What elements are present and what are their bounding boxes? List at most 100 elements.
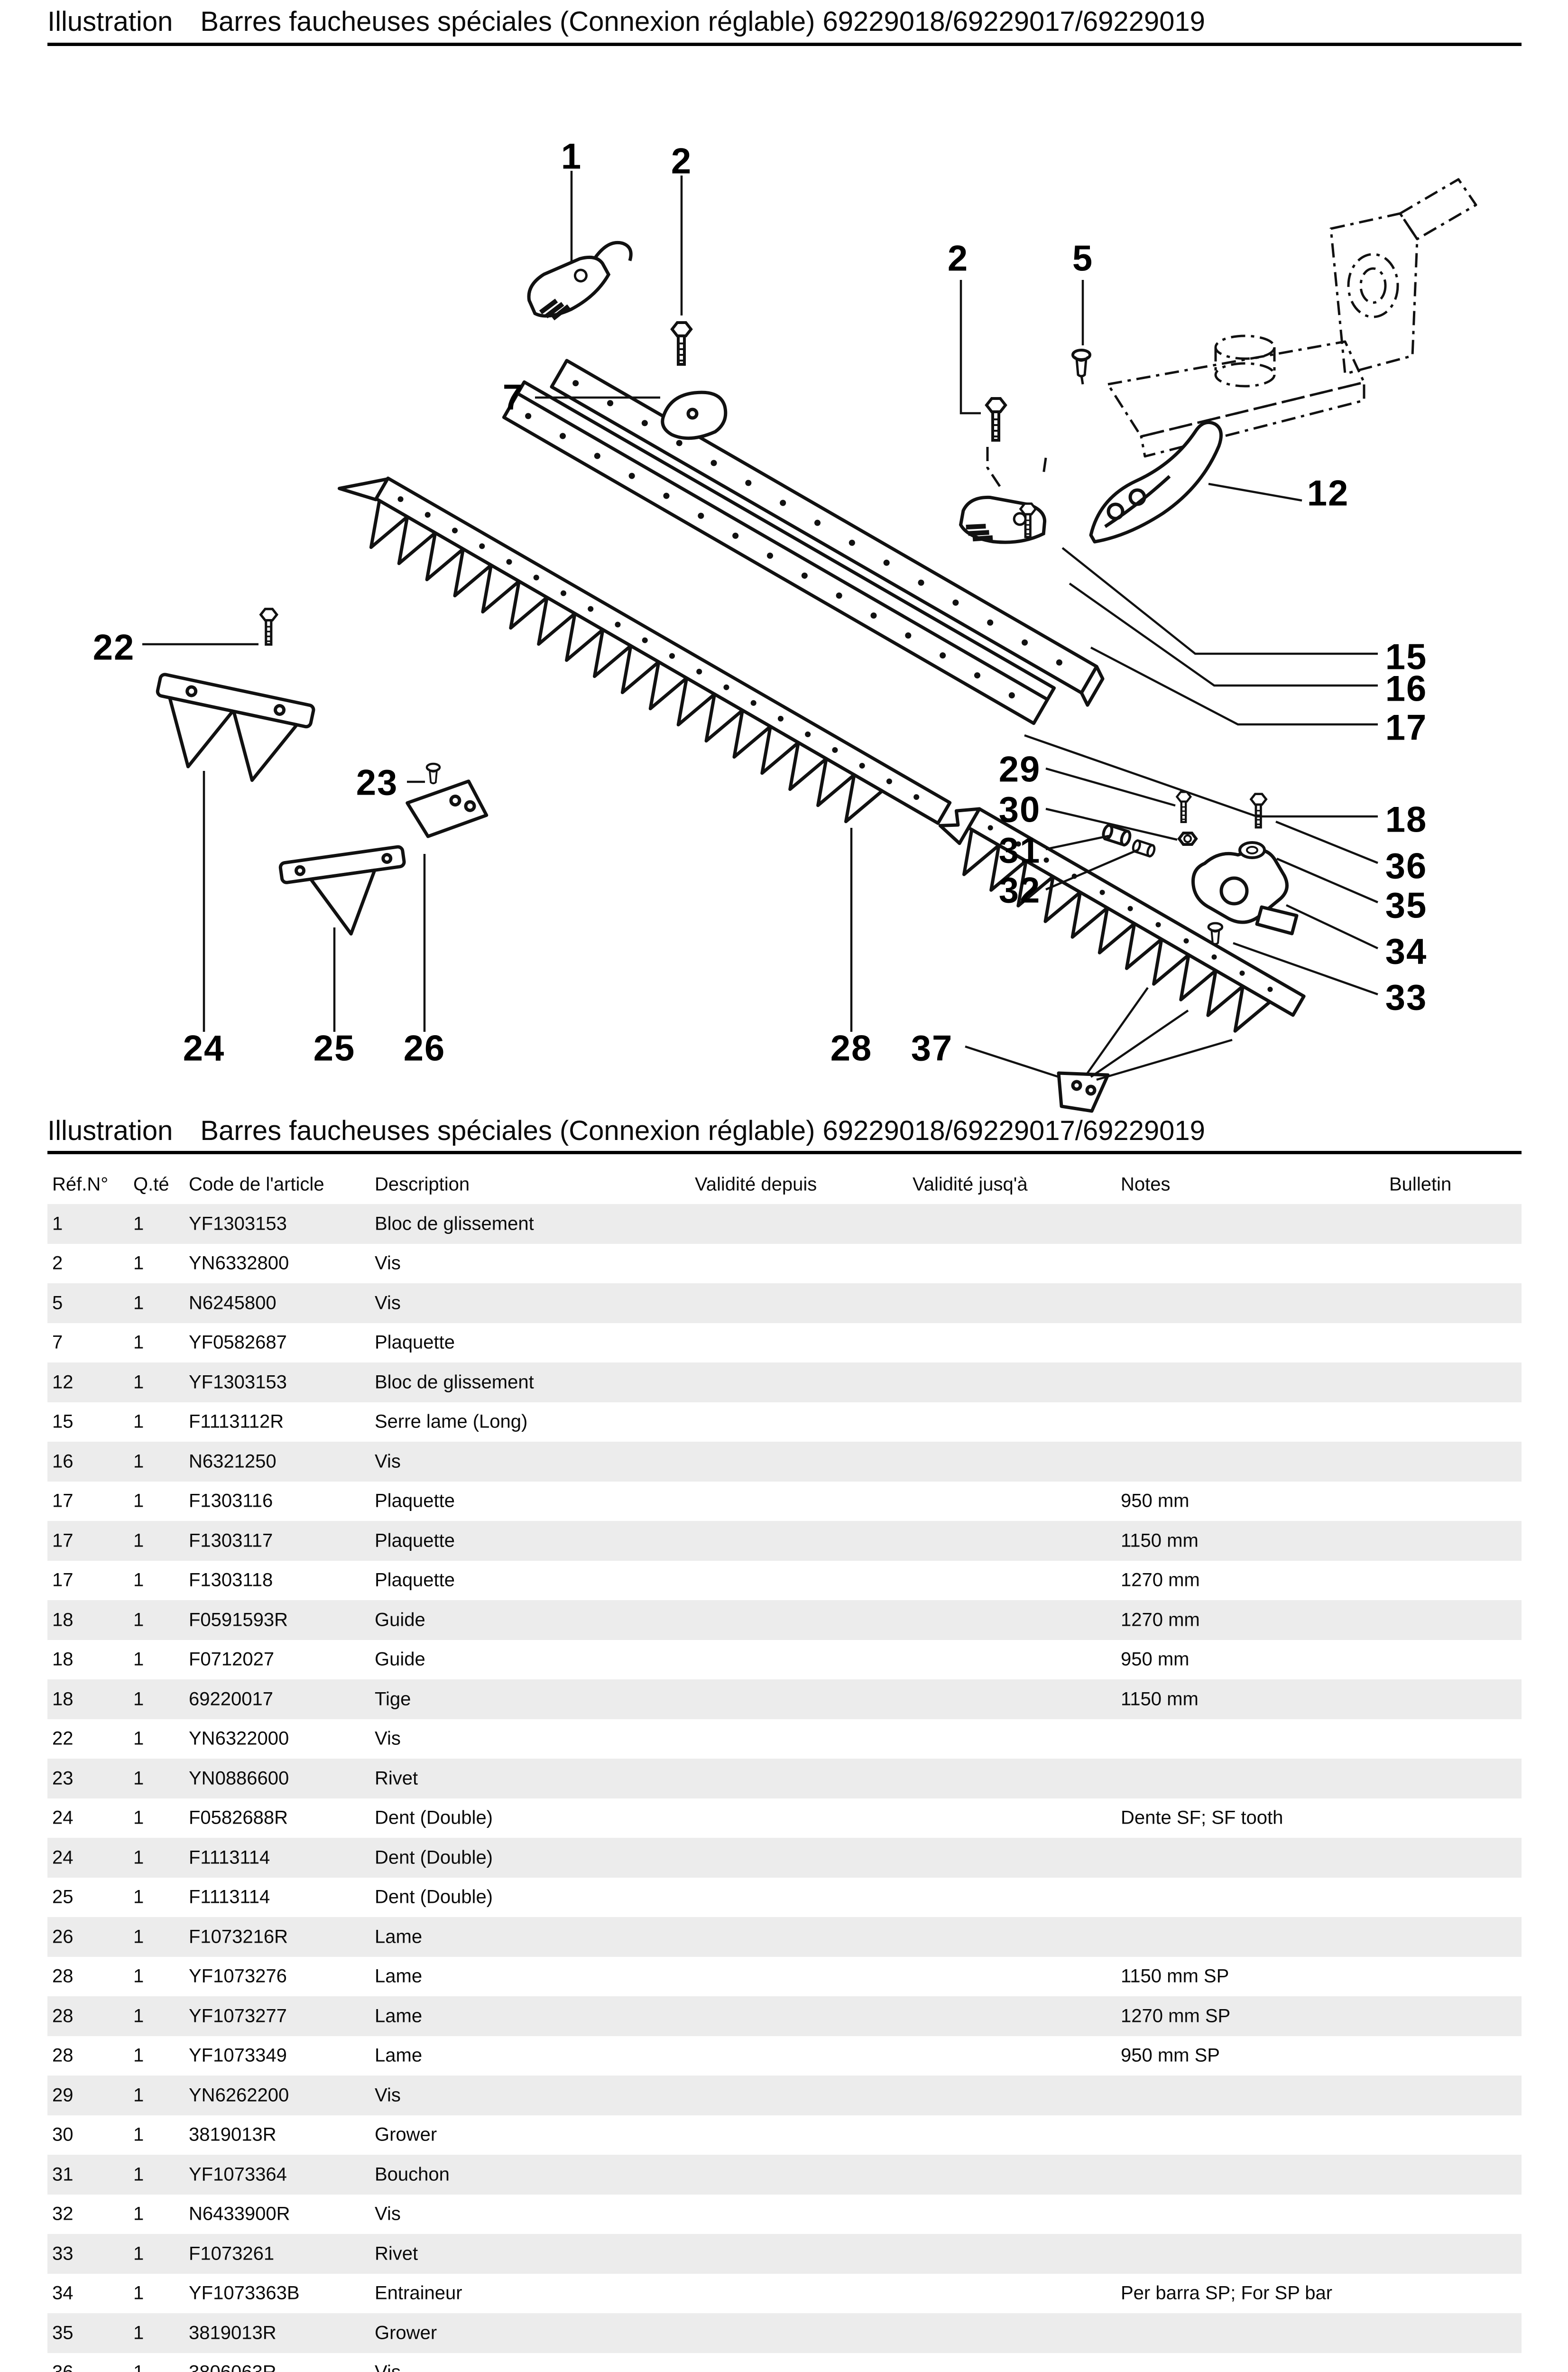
table-row: 16 1 N6321250 Vis <box>47 1442 1522 1482</box>
cell-ref: 17 <box>52 1490 74 1511</box>
title-label: Illustration <box>47 1115 173 1146</box>
cell-desc: Vis <box>375 1292 401 1314</box>
cell-code: YF1073349 <box>189 2045 287 2066</box>
cell-code: F1303117 <box>189 1530 273 1551</box>
table-row: 32 1 N6433900R Vis <box>47 2195 1522 2234</box>
cell-desc: Plaquette <box>375 1530 455 1551</box>
cell-ref: 15 <box>52 1411 74 1432</box>
table-row: 22 1 YN6322000 Vis <box>47 1719 1522 1759</box>
cell-qty: 1 <box>133 1728 144 1749</box>
cell-ref: 31 <box>52 2164 74 2185</box>
cell-code: F0712027 <box>189 1649 275 1670</box>
table-row: 25 1 F1113114 Dent (Double) <box>47 1878 1522 1918</box>
cell-code: YN6262200 <box>189 2085 289 2106</box>
parts-table-body: 1 1 YF1303153 Bloc de glissement 2 1 YN6… <box>0 1204 1568 2372</box>
bolt-2a <box>672 323 691 364</box>
cell-code: F1303116 <box>189 1490 273 1511</box>
cell-ref: 34 <box>52 2282 74 2304</box>
cell-ref: 18 <box>52 1688 74 1710</box>
cell-code: YF1303153 <box>189 1213 287 1234</box>
cell-ref: 28 <box>52 2045 74 2066</box>
table-row: 23 1 YN0886600 Rivet <box>47 1759 1522 1798</box>
cell-qty: 1 <box>133 1530 144 1551</box>
table-row: 15 1 F1113112R Serre lame (Long) <box>47 1402 1522 1442</box>
cell-ref: 17 <box>52 1569 74 1591</box>
cell-ref: 36 <box>52 2362 74 2372</box>
table-row: 17 1 F1303117 Plaquette 1150 mm <box>47 1521 1522 1561</box>
cell-code: YF0582687 <box>189 1332 287 1353</box>
cell-desc: Rivet <box>375 2243 418 2264</box>
table-row: 17 1 F1303116 Plaquette 950 mm <box>47 1482 1522 1521</box>
bolt-29 <box>1177 792 1190 822</box>
cell-qty: 1 <box>133 1609 144 1631</box>
table-row: 2 1 YN6332800 Vis <box>47 1244 1522 1284</box>
cell-qty: 1 <box>133 2045 144 2066</box>
cell-notes: Dente SF; SF tooth <box>1121 1807 1283 1828</box>
cell-code: YF1073277 <box>189 2005 287 2027</box>
cell-notes: 950 mm <box>1121 1649 1190 1670</box>
table-row: 18 1 F0712027 Guide 950 mm <box>47 1640 1522 1680</box>
cell-ref: 1 <box>52 1213 63 1234</box>
cell-desc: Lame <box>375 1965 423 1987</box>
table-row: 31 1 YF1073364 Bouchon <box>47 2155 1522 2195</box>
cell-qty: 1 <box>133 1490 144 1511</box>
bolt-36 <box>1251 794 1266 827</box>
table-row: 18 1 F0591593R Guide 1270 mm <box>47 1600 1522 1640</box>
washer-35 <box>1240 843 1264 858</box>
cell-qty: 1 <box>133 1688 144 1710</box>
cell-ref: 17 <box>52 1530 74 1551</box>
table-row: 29 1 YN6262200 Vis <box>47 2076 1522 2115</box>
title-label: Illustration <box>47 6 173 37</box>
header-ref: Réf.N° <box>52 1174 109 1195</box>
table-row: 12 1 YF1303153 Bloc de glissement <box>47 1362 1522 1402</box>
machine-frame-outline <box>986 178 1477 489</box>
cell-ref: 2 <box>52 1252 63 1274</box>
cell-ref: 5 <box>52 1292 63 1314</box>
part-15-serre-lame <box>957 490 1050 556</box>
cell-code: N6245800 <box>189 1292 277 1314</box>
cell-qty: 1 <box>133 1569 144 1591</box>
cell-code: 3806063R <box>189 2362 277 2372</box>
cell-notes: 1150 mm <box>1121 1530 1199 1551</box>
header-notes: Notes <box>1121 1174 1171 1195</box>
table-row: 36 1 3806063R Vis <box>47 2353 1522 2372</box>
cell-qty: 1 <box>133 1371 144 1393</box>
cell-notes: 1150 mm SP <box>1121 1965 1229 1987</box>
rivet-23 <box>427 764 440 783</box>
cell-qty: 1 <box>133 1886 144 1908</box>
table-row: 7 1 YF0582687 Plaquette <box>47 1323 1522 1363</box>
cell-code: 3819013R <box>189 2322 277 2344</box>
cell-code: YN0886600 <box>189 1768 289 1789</box>
cell-qty: 1 <box>133 1847 144 1868</box>
cell-qty: 1 <box>133 2005 144 2027</box>
cell-code: N6321250 <box>189 1451 277 1472</box>
cell-code: YN6322000 <box>189 1728 289 1749</box>
part-7-plaquette <box>661 390 728 440</box>
cell-desc: Plaquette <box>375 1490 455 1511</box>
cell-qty: 1 <box>133 2243 144 2264</box>
cell-ref: 22 <box>52 1728 74 1749</box>
cell-desc: Dent (Double) <box>375 1847 493 1868</box>
cell-desc: Dent (Double) <box>375 1886 493 1908</box>
cell-code: F0582688R <box>189 1807 288 1828</box>
cell-desc: Serre lame (Long) <box>375 1411 528 1432</box>
cell-desc: Vis <box>375 1728 401 1749</box>
part-1-bloc <box>521 241 633 324</box>
cell-ref: 24 <box>52 1807 74 1828</box>
cell-notes: 1150 mm <box>1121 1688 1199 1710</box>
cell-qty: 1 <box>133 2164 144 2185</box>
cell-ref: 29 <box>52 2085 74 2106</box>
cell-qty: 1 <box>133 1926 144 1947</box>
screw-5 <box>1073 350 1090 376</box>
parts-table-header: Réf.N° Q.té Code de l'article Descriptio… <box>0 1165 1568 1204</box>
exploded-parts-diagram <box>142 171 1477 1113</box>
cell-ref: 28 <box>52 2005 74 2027</box>
cell-ref: 32 <box>52 2203 74 2224</box>
cell-desc: Entraineur <box>375 2282 462 2304</box>
bolt-22 <box>261 609 277 645</box>
title-rule-table <box>47 1151 1522 1154</box>
part-24-dent-double <box>156 673 315 782</box>
header-qty: Q.té <box>133 1174 169 1195</box>
cell-code: YN6332800 <box>189 1252 289 1274</box>
cell-code: YF1303153 <box>189 1371 287 1393</box>
